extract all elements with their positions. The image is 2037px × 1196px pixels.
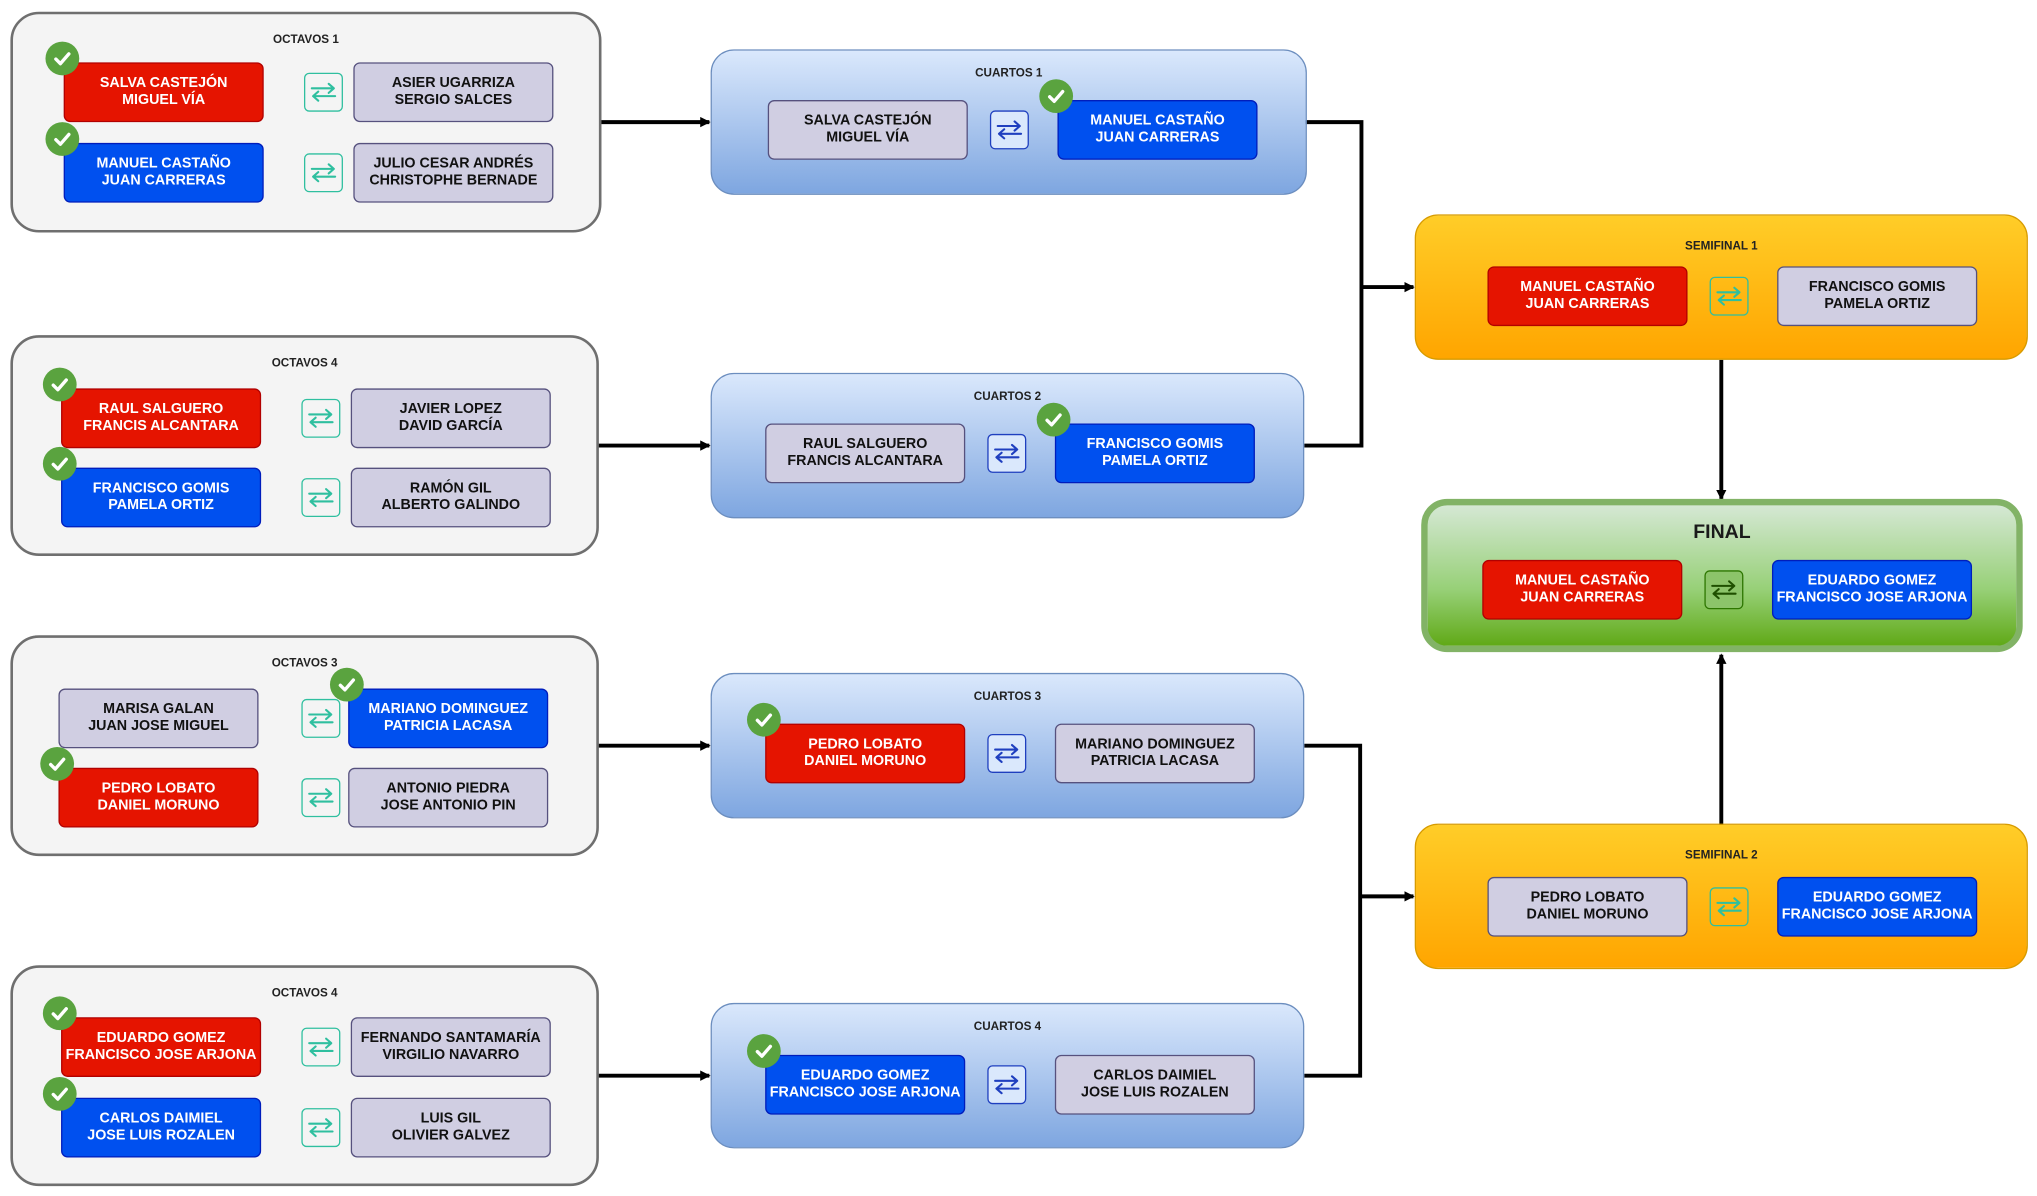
group-semi2: SEMIFINAL 2 PEDRO LOBATO DANIEL MORUNO EDU… <box>1414 823 2028 970</box>
group-title: CUARTOS 2 <box>973 389 1042 403</box>
swap-arrows-icon[interactable] <box>1709 276 1749 316</box>
team-right: ASIER UGARRIZA SERGIO SALCES <box>353 62 554 123</box>
group-title: SEMIFINAL 2 <box>1685 848 1758 862</box>
group-semi1: SEMIFINAL 1 MANUEL CASTAÑO JUAN CARRERAS F… <box>1414 214 2028 360</box>
swap-arrows-icon[interactable] <box>303 72 343 112</box>
team-left: PEDRO LOBATO DANIEL MORUNO <box>58 767 259 828</box>
swap-arrows-icon[interactable] <box>301 398 341 438</box>
check-circle-icon <box>42 446 77 481</box>
group-cua1: CUARTOS 1 SALVA CASTEJÓN MIGUEL VÍA MANUEL… <box>710 49 1307 195</box>
team-right: MARIANO DOMINGUEZ PATRICIA LACASA <box>348 688 549 749</box>
check-circle-icon <box>42 367 77 402</box>
check-circle-icon <box>42 1076 77 1111</box>
team-left: CARLOS DAIMIEL JOSE LUIS ROZALEN <box>61 1097 262 1158</box>
team-left: MARISA GALAN JUAN JOSE MIGUEL <box>58 688 259 749</box>
swap-arrows-icon[interactable] <box>1709 887 1749 927</box>
swap-arrows-icon[interactable] <box>989 110 1029 150</box>
team-left: MANUEL CASTAÑO JUAN CARRERAS <box>63 142 264 203</box>
team-right: MARIANO DOMINGUEZ PATRICIA LACASA <box>1054 723 1255 784</box>
connector-cua3-semi2 <box>1304 743 1363 1078</box>
swap-arrows-icon[interactable] <box>301 1027 341 1067</box>
group-title: OCTAVOS 1 <box>273 32 339 46</box>
team-right: MANUEL CASTAÑO JUAN CARRERAS <box>1057 100 1258 160</box>
team-left: MANUEL CASTAÑO JUAN CARRERAS <box>1482 559 1683 620</box>
swap-arrows-icon[interactable] <box>1704 570 1744 610</box>
team-left: RAUL SALGUERO FRANCIS ALCANTARA <box>61 388 262 449</box>
team-left: EDUARDO GOMEZ FRANCISCO JOSE ARJONA <box>61 1017 262 1077</box>
swap-arrows-icon[interactable] <box>987 1065 1027 1105</box>
group-title: CUARTOS 4 <box>973 1019 1042 1033</box>
check-circle-icon <box>45 122 80 156</box>
team-left: PEDRO LOBATO DANIEL MORUNO <box>1487 876 1688 937</box>
team-right: JULIO CESAR ANDRÉS CHRISTOPHE BERNADE <box>353 142 554 203</box>
connector-cua1-semi1 <box>1304 120 1364 448</box>
group-final: FINAL MANUEL CASTAÑO JUAN CARRERAS EDUARDO… <box>1421 498 2023 653</box>
swap-arrows-icon[interactable] <box>301 778 341 818</box>
team-right: CARLOS DAIMIEL JOSE LUIS ROZALEN <box>1054 1054 1255 1115</box>
swap-arrows-icon[interactable] <box>301 1108 341 1148</box>
group-cua4: CUARTOS 4 EDUARDO GOMEZ FRANCISCO JOSE AR… <box>710 1002 1305 1149</box>
group-oct3: OCTAVOS 3 MARISA GALAN JUAN JOSE MIGUEL MA… <box>10 635 599 857</box>
check-circle-icon <box>42 996 77 1031</box>
group-title: SEMIFINAL 1 <box>1685 239 1758 253</box>
team-left: SALVA CASTEJÓN MIGUEL VÍA <box>63 62 264 123</box>
group-oct4a: OCTAVOS 4 RAUL SALGUERO FRANCIS ALCANTARA… <box>10 335 599 557</box>
team-left: RAUL SALGUERO FRANCIS ALCANTARA <box>765 423 966 484</box>
check-circle-icon <box>45 41 80 76</box>
team-left: PEDRO LOBATO DANIEL MORUNO <box>765 723 966 784</box>
team-left: SALVA CASTEJÓN MIGUEL VÍA <box>767 100 968 160</box>
group-title: CUARTOS 1 <box>975 66 1043 80</box>
team-right: RAMÓN GIL ALBERTO GALINDO <box>350 467 551 528</box>
team-right: LUIS GIL OLIVIER GALVEZ <box>350 1097 551 1158</box>
group-cua3: CUARTOS 3 PEDRO LOBATO DANIEL MORUNO MARIA… <box>710 672 1305 819</box>
group-cua2: CUARTOS 2 RAUL SALGUERO FRANCIS ALCANTARA… <box>710 372 1305 519</box>
swap-arrows-icon[interactable] <box>987 433 1027 473</box>
team-left: EDUARDO GOMEZ FRANCISCO JOSE ARJONA <box>765 1054 966 1115</box>
group-oct4b: OCTAVOS 4 EDUARDO GOMEZ FRANCISCO JOSE AR… <box>10 965 599 1187</box>
swap-arrows-icon[interactable] <box>301 698 341 738</box>
team-left: FRANCISCO GOMIS PAMELA ORTIZ <box>61 467 262 528</box>
team-left: MANUEL CASTAÑO JUAN CARRERAS <box>1487 266 1688 327</box>
group-title: OCTAVOS 4 <box>271 986 338 1000</box>
team-right: EDUARDO GOMEZ FRANCISCO JOSE ARJONA <box>1777 876 1978 937</box>
group-title: OCTAVOS 3 <box>271 656 338 670</box>
group-oct1: OCTAVOS 1 SALVA CASTEJÓN MIGUEL VÍA ASIER … <box>10 11 602 233</box>
group-title: OCTAVOS 4 <box>271 355 338 369</box>
team-right: EDUARDO GOMEZ FRANCISCO JOSE ARJONA <box>1771 559 1973 620</box>
group-title: CUARTOS 3 <box>973 689 1042 703</box>
check-circle-icon <box>1036 402 1071 437</box>
check-circle-icon <box>329 667 364 702</box>
swap-arrows-icon[interactable] <box>301 478 341 518</box>
swap-arrows-icon[interactable] <box>987 733 1027 773</box>
check-circle-icon <box>1039 79 1074 114</box>
swap-arrows-icon[interactable] <box>303 153 343 193</box>
team-right: FERNANDO SANTAMARÍA VIRGILIO NAVARRO <box>350 1017 551 1077</box>
team-right: FRANCISCO GOMIS PAMELA ORTIZ <box>1054 423 1255 484</box>
check-circle-icon <box>746 702 781 737</box>
team-right: ANTONIO PIEDRA JOSE ANTONIO PIN <box>348 767 549 828</box>
team-right: JAVIER LOPEZ DAVID GARCÍA <box>350 388 551 449</box>
team-right: FRANCISCO GOMIS PAMELA ORTIZ <box>1777 266 1978 327</box>
check-circle-icon <box>746 1034 781 1068</box>
check-circle-icon <box>40 746 75 781</box>
group-title: FINAL <box>1693 520 1751 544</box>
